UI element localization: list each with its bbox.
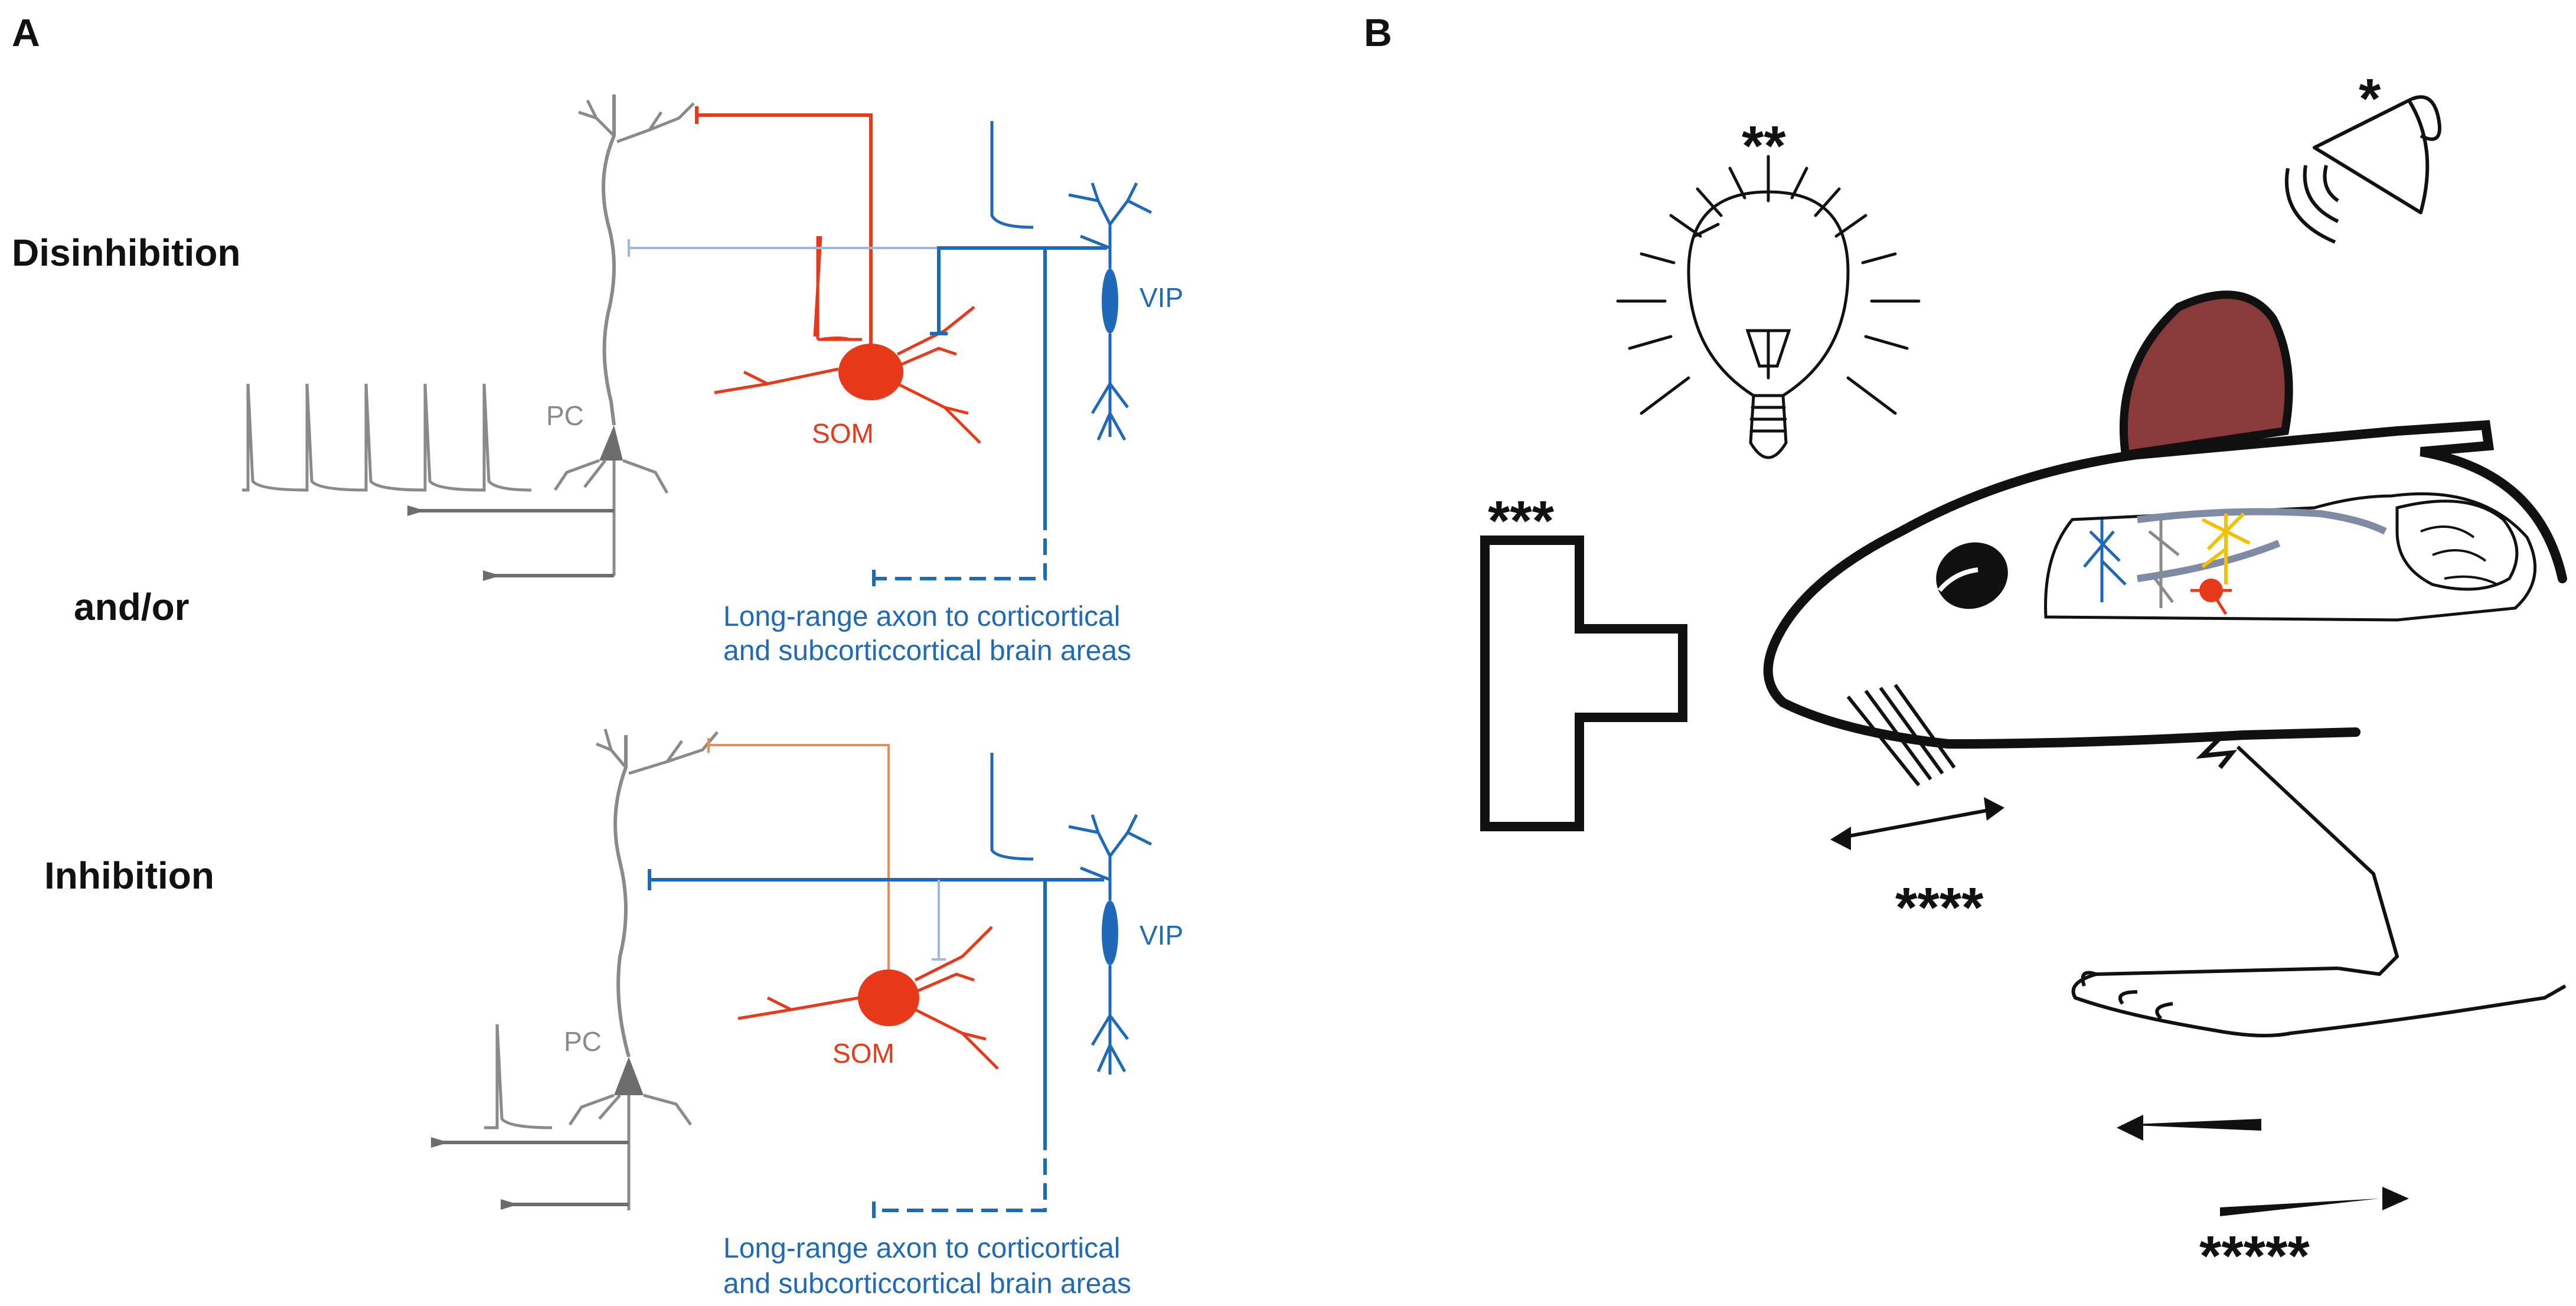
mouse-drawing xyxy=(1763,290,2567,1037)
bottom-vip-neuron: VIP xyxy=(648,753,1183,1219)
top-vip-label: VIP xyxy=(1140,282,1183,313)
tactile-stars: *** xyxy=(1488,489,1555,553)
mouse-brain xyxy=(2044,492,2537,622)
locomotion-arrows xyxy=(2117,1115,2409,1216)
top-circuit: PC SOM VIP Long-range axon to corticorti… xyxy=(242,94,1183,667)
top-pc-label: PC xyxy=(546,400,584,431)
bottom-circuit: PC SOM VIP Long-range axon to corticorti… xyxy=(431,729,1183,1300)
bottom-som-label: SOM xyxy=(832,1038,894,1069)
bottom-som-neuron: SOM xyxy=(707,738,999,1070)
top-pc-soma xyxy=(599,425,623,461)
top-som-soma xyxy=(838,344,903,400)
tactile-stimulus xyxy=(1480,536,1687,831)
panel-b-letter: B xyxy=(1364,11,1392,54)
top-pc-neuron: PC xyxy=(407,94,695,581)
top-som-neuron: SOM xyxy=(695,106,981,449)
top-som-label: SOM xyxy=(812,418,874,449)
top-vip-soma xyxy=(1102,269,1118,334)
mouse-eye xyxy=(1936,542,2008,609)
locomotion-stars: ***** xyxy=(2199,1225,2310,1288)
lightbulb-icon xyxy=(1616,155,1921,459)
bottom-caption-line1: Long-range axon to corticortical xyxy=(723,1233,1120,1264)
light-stars: ** xyxy=(1742,115,1786,178)
bottom-pc-spike xyxy=(484,1024,553,1129)
mouse-ear xyxy=(2119,290,2293,459)
top-caption-line2: and subcorticcortical brain areas xyxy=(723,635,1131,667)
top-pc-spike-train xyxy=(242,383,532,492)
bottom-vip-soma xyxy=(1102,900,1118,965)
bottom-caption-line2: and subcorticcortical brain areas xyxy=(723,1268,1131,1300)
row-label-and-or: and/or xyxy=(74,586,190,628)
speaker-icon xyxy=(2284,95,2441,244)
sound-stars: * xyxy=(2359,67,2381,130)
row-label-disinhibition: Disinhibition xyxy=(12,231,241,274)
top-caption-line1: Long-range axon to corticortical xyxy=(723,601,1120,632)
bottom-som-soma xyxy=(858,969,919,1026)
bottom-pc-label: PC xyxy=(564,1026,602,1057)
bottom-pc-neuron: PC xyxy=(431,729,719,1210)
panel-a-letter: A xyxy=(12,11,40,54)
bottom-pc-soma xyxy=(614,1057,644,1095)
row-label-inhibition: Inhibition xyxy=(44,854,214,897)
top-vip-neuron: VIP xyxy=(628,121,1183,587)
bottom-vip-label: VIP xyxy=(1140,920,1183,951)
whisker-stars: **** xyxy=(1895,876,1984,939)
